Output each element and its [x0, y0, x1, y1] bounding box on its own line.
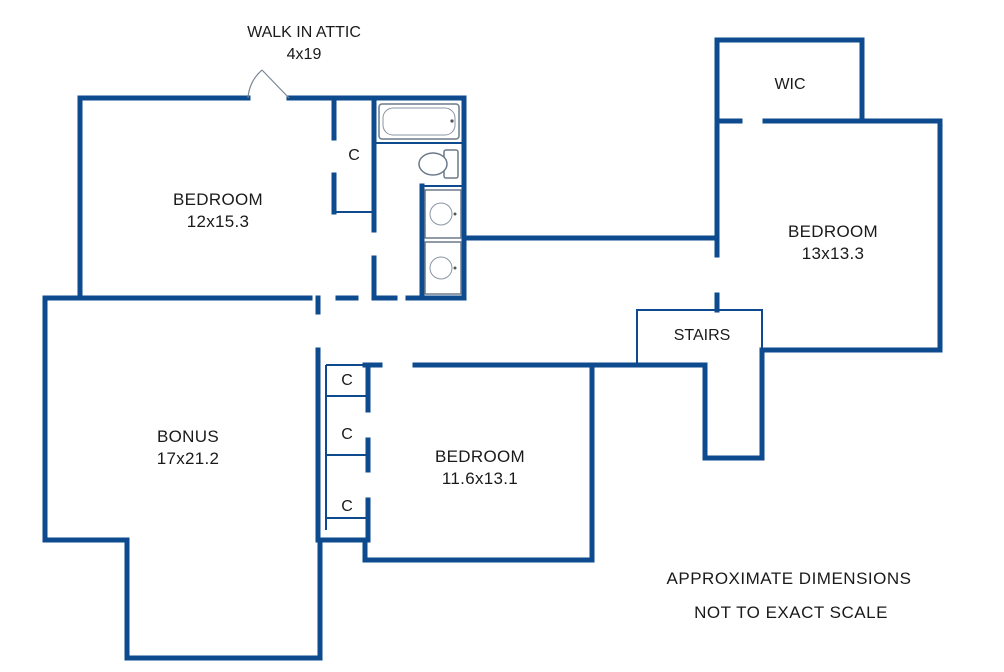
- closet-label: C: [348, 147, 360, 164]
- note-scale: NOT TO EXACT SCALE: [694, 603, 888, 622]
- wic-label: WIC: [774, 76, 806, 93]
- sink-icon: [424, 241, 462, 295]
- room-bedroom-1: BEDROOM 12x15.3: [173, 189, 263, 233]
- closet-label: C: [341, 372, 353, 389]
- interior-walls: [77, 95, 865, 543]
- toilet-icon: [418, 149, 459, 179]
- room-name: BEDROOM: [788, 222, 878, 241]
- exterior-walls: [42, 37, 943, 661]
- room-bedroom-3: BEDROOM 11.6x13.1: [435, 446, 525, 490]
- room-bedroom-2: BEDROOM 13x13.3: [788, 221, 878, 265]
- closet-label: C: [341, 498, 353, 515]
- bathtub-icon: [378, 103, 460, 140]
- stairs-label: STAIRS: [673, 327, 731, 344]
- room-bonus: BONUS 17x21.2: [157, 426, 220, 470]
- note-approximate: APPROXIMATE DIMENSIONS: [666, 569, 912, 588]
- room-size: 12x15.3: [186, 212, 250, 231]
- room-name: BEDROOM: [435, 447, 525, 466]
- room-size: 13x13.3: [801, 244, 865, 263]
- room-size: 17x21.2: [156, 449, 220, 468]
- attic-name: WALK IN ATTIC: [247, 24, 361, 41]
- sink-icon: [424, 189, 462, 239]
- room-name: BEDROOM: [173, 190, 263, 209]
- attic-label: WALK IN ATTIC 4x19: [247, 22, 361, 66]
- attic-size: 4x19: [286, 46, 322, 63]
- closet-label: C: [341, 426, 353, 443]
- room-name: BONUS: [157, 427, 219, 446]
- room-size: 11.6x13.1: [441, 469, 519, 488]
- attic-door: [247, 69, 290, 99]
